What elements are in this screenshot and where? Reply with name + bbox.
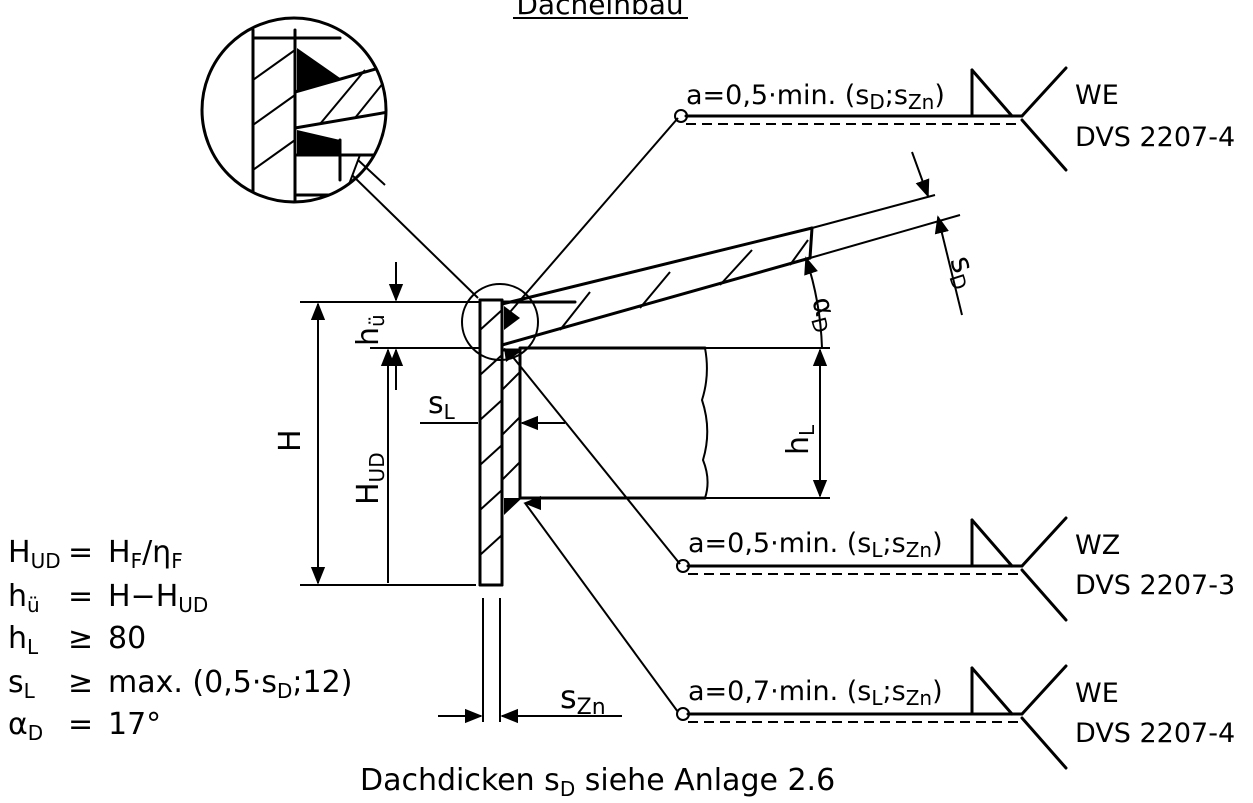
weld-3-type: WE bbox=[1075, 678, 1119, 709]
svg-text:17°: 17° bbox=[108, 707, 161, 742]
svg-text:hü: hü bbox=[8, 579, 40, 617]
svg-text:a=0,7·min. (sL;sZn): a=0,7·min. (sL;sZn) bbox=[688, 676, 943, 710]
label-h-L: hL bbox=[781, 424, 819, 455]
drawing-title: Dacheinbau bbox=[516, 0, 683, 21]
svg-text:a=0,5·min. (sD;sZn): a=0,5·min. (sD;sZn) bbox=[686, 80, 945, 114]
svg-text:≥: ≥ bbox=[68, 621, 93, 656]
legend-row: hL ≥ 80 bbox=[8, 621, 146, 659]
svg-text:hL: hL bbox=[781, 424, 819, 455]
label-H-UD: HUD bbox=[351, 452, 389, 505]
weld-symbol-1: a=0,5·min. (sD;sZn) WE DVS 2207-4 bbox=[509, 66, 1235, 313]
legend-row: hü = H−HUD bbox=[8, 579, 208, 617]
svg-text:≥: ≥ bbox=[68, 665, 93, 700]
legend-row: sL ≥ max. (0,5·sD;12) bbox=[8, 665, 352, 703]
weld-1-type: WE bbox=[1075, 80, 1119, 111]
detail-view bbox=[200, 16, 479, 299]
weld-symbol-2: a=0,5·min. (sL;sZn) WZ DVS 2207-3 bbox=[511, 355, 1235, 622]
weld-symbol-3: a=0,7·min. (sL;sZn) WE DVS 2207-4 bbox=[525, 503, 1235, 770]
legend-row: HUD = HF/ηF bbox=[8, 535, 183, 573]
svg-text:HUD: HUD bbox=[351, 452, 389, 505]
svg-text:sD: sD bbox=[940, 252, 986, 293]
label-s-Zn: sZn bbox=[560, 678, 606, 720]
svg-text:H−HUD: H−HUD bbox=[108, 579, 208, 617]
svg-text:a=0,5·min. (sL;sZn): a=0,5·min. (sL;sZn) bbox=[688, 528, 943, 562]
weld-2-standard: DVS 2207-3 bbox=[1075, 570, 1235, 601]
formula-legend: HUD = HF/ηF hü = H−HUD hL ≥ 80 sL ≥ max.… bbox=[8, 535, 352, 745]
svg-text:max. (0,5·sD;12): max. (0,5·sD;12) bbox=[108, 665, 352, 703]
footnote: Dachdicken sD siehe Anlage 2.6 bbox=[360, 763, 835, 801]
svg-text:=: = bbox=[68, 579, 93, 614]
svg-text:hü: hü bbox=[351, 314, 389, 346]
svg-text:=: = bbox=[68, 535, 93, 570]
svg-text:HUD: HUD bbox=[8, 535, 61, 573]
label-alpha-D: αD bbox=[801, 293, 846, 335]
label-H: H bbox=[273, 429, 308, 452]
label-h-u: hü bbox=[351, 314, 389, 346]
label-s-D: sD bbox=[940, 252, 986, 293]
svg-text:HF/ηF: HF/ηF bbox=[108, 535, 183, 573]
weld-3-standard: DVS 2207-4 bbox=[1075, 718, 1235, 749]
legend-row: αD = 17° bbox=[8, 707, 161, 745]
svg-text:80: 80 bbox=[108, 621, 146, 656]
label-s-L: sL bbox=[428, 386, 456, 424]
svg-text:αD: αD bbox=[801, 293, 846, 335]
weld-2-type: WZ bbox=[1075, 530, 1120, 561]
svg-text:=: = bbox=[68, 707, 93, 742]
svg-text:hL: hL bbox=[8, 621, 39, 659]
main-section bbox=[461, 226, 814, 587]
svg-text:αD: αD bbox=[8, 707, 43, 745]
weld-1-standard: DVS 2207-4 bbox=[1075, 122, 1235, 153]
svg-text:sL: sL bbox=[8, 665, 36, 703]
dimensions bbox=[300, 151, 963, 724]
